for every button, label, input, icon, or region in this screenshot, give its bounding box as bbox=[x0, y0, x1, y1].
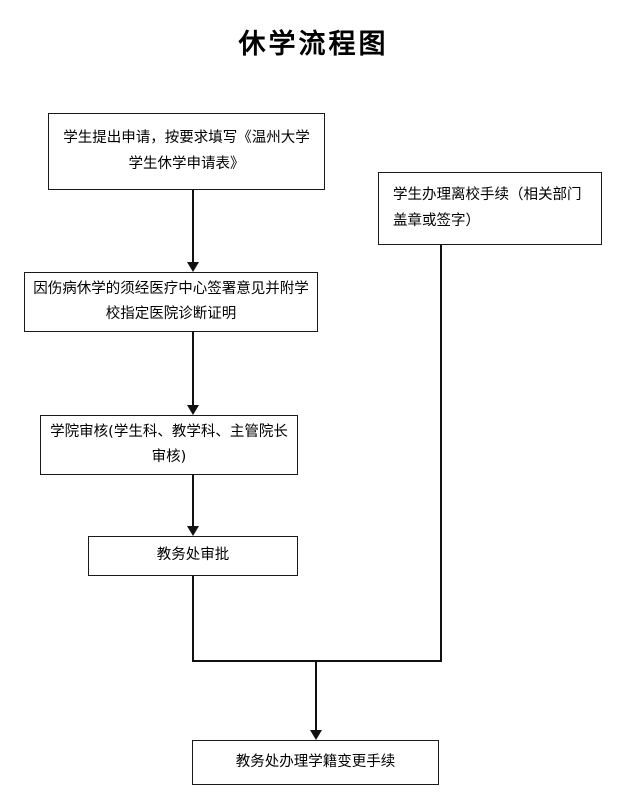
node-academic-affairs-approval-label: 教务处审批 bbox=[156, 547, 230, 564]
connector-junction-to-status-change-arrowhead bbox=[310, 730, 322, 740]
node-student-application-label: 学生提出申请，按要求填写《温州大学学生休学申请表》 bbox=[63, 130, 310, 172]
connector-approval-to-junction-line bbox=[192, 576, 194, 660]
node-college-review: 学院审核(学生科、教学科、主管院长审核) bbox=[40, 415, 298, 475]
connector-leave-school-to-junction-line bbox=[440, 245, 442, 660]
connector-college-to-approval-arrowhead bbox=[187, 526, 199, 536]
connector-medical-to-college-arrowhead bbox=[187, 405, 199, 415]
connector-junction-bus bbox=[192, 660, 442, 662]
node-student-status-change: 教务处办理学籍变更手续 bbox=[192, 740, 439, 785]
node-college-review-label: 学院审核(学生科、教学科、主管院长审核) bbox=[50, 423, 288, 465]
node-leave-school-procedures-label: 学生办理离校手续（相关部门盖章或签字） bbox=[393, 187, 582, 229]
node-leave-school-procedures: 学生办理离校手续（相关部门盖章或签字） bbox=[378, 172, 602, 245]
node-medical-certificate: 因伤病休学的须经医疗中心签署意见并附学校指定医院诊断证明 bbox=[24, 272, 318, 332]
node-medical-certificate-label: 因伤病休学的须经医疗中心签署意见并附学校指定医院诊断证明 bbox=[33, 280, 309, 322]
connector-medical-to-college-line bbox=[192, 332, 194, 405]
node-student-status-change-label: 教务处办理学籍变更手续 bbox=[235, 753, 396, 770]
node-student-application: 学生提出申请，按要求填写《温州大学学生休学申请表》 bbox=[48, 113, 325, 190]
connector-apply-to-medical-arrowhead bbox=[187, 262, 199, 272]
connector-college-to-approval-line bbox=[192, 475, 194, 526]
node-academic-affairs-approval: 教务处审批 bbox=[88, 536, 298, 576]
connector-apply-to-medical-line bbox=[192, 190, 194, 262]
connector-junction-to-status-change-line bbox=[315, 660, 317, 730]
page-title: 休学流程图 bbox=[238, 29, 389, 60]
